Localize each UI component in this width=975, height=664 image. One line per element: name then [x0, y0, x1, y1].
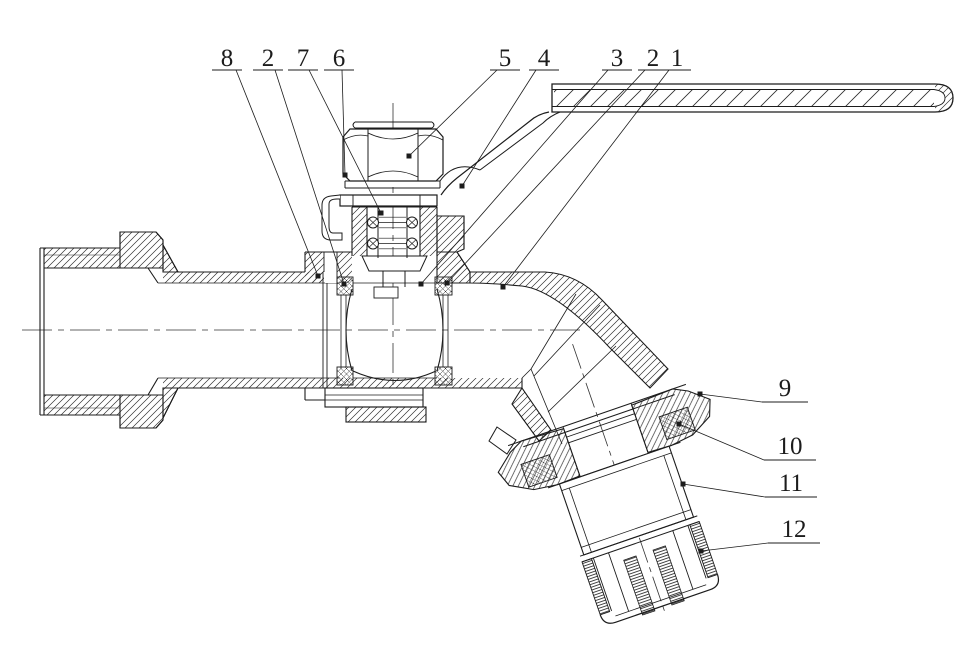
leader-line: [420, 69, 609, 285]
part-number-label: 1: [671, 45, 684, 72]
callout-1: 1: [500, 45, 691, 290]
leader-line: [446, 69, 646, 284]
leader-dot: [342, 172, 348, 178]
callout-7: 7: [288, 45, 384, 216]
part-number-label: 2: [647, 45, 660, 72]
flange-top: [119, 231, 164, 269]
callout-2: 2: [253, 45, 347, 287]
leader-dot: [378, 210, 384, 216]
part-number-label: 7: [297, 45, 310, 72]
seat-rings: [336, 276, 453, 386]
part-number-label: 2: [262, 45, 275, 72]
leader-dot: [444, 280, 450, 286]
ball: [345, 288, 444, 382]
bonnet-wall-left: [352, 207, 367, 256]
part-number-label: 6: [333, 45, 346, 72]
flange-bottom: [119, 394, 164, 429]
barb-spline-slot-right: [652, 545, 685, 606]
handle-hub-curve: [439, 166, 481, 182]
hex-nut: [342, 128, 444, 182]
leader-line: [678, 423, 765, 461]
barb-serration-left: [581, 558, 611, 616]
packing-ring-lower: [367, 237, 418, 250]
callout-5: 5: [406, 45, 520, 159]
leader-dot: [676, 421, 682, 427]
part-number-label: 9: [779, 375, 792, 402]
leader-dot: [500, 284, 506, 290]
bonnet-boss-right: [436, 215, 471, 284]
part-number-label: 11: [779, 470, 803, 497]
callout-9: 9: [697, 375, 808, 403]
stem-flange: [361, 255, 428, 272]
stem-square: [382, 271, 406, 287]
leader-line: [461, 69, 537, 187]
callout-8: 8: [212, 45, 321, 279]
leader-line: [235, 69, 319, 277]
stem-assembly: [361, 196, 428, 299]
leader-line: [502, 69, 670, 288]
bonnet-wall-right: [420, 207, 437, 256]
leader-line: [408, 69, 498, 157]
part-number-label: 5: [499, 45, 512, 72]
thread-wall-bottom: [44, 395, 120, 415]
part-number-label: 12: [782, 516, 807, 543]
leader-line: [700, 542, 769, 552]
stem-tang-slot: [373, 286, 399, 299]
tube-wall-top: [163, 272, 324, 283]
packing-ring-upper: [367, 216, 418, 229]
leader-dot: [418, 281, 424, 287]
leader-line: [341, 69, 346, 176]
outlet-adapter: [558, 445, 695, 556]
nut-washer: [344, 180, 441, 189]
part-number-label: 4: [538, 45, 551, 72]
handle-neck-inner: [479, 111, 561, 171]
outlet-union: [497, 343, 720, 624]
leader-dot: [315, 273, 321, 279]
handle-hub-plate: [339, 194, 438, 207]
part-number-label: 8: [221, 45, 234, 72]
wrench-flat-tab: [488, 426, 517, 455]
thread-wall-top: [44, 248, 120, 268]
callout-11: 11: [680, 470, 817, 498]
handle-hook: [321, 194, 343, 241]
leader-dot: [406, 153, 412, 159]
stem-nut-group: [342, 121, 444, 189]
leader-dot: [698, 548, 704, 554]
callout-2: 2: [444, 45, 668, 286]
outlet-bend: [469, 271, 669, 455]
handle: [321, 83, 954, 241]
centerlines: [22, 103, 585, 390]
seat-right-bottom: [434, 366, 453, 386]
handle-neck-outer: [440, 111, 550, 196]
part-number-label: 3: [611, 45, 624, 72]
stem-cap: [352, 121, 435, 129]
callout-4: 4: [459, 45, 559, 189]
part-number-label: 10: [778, 433, 803, 460]
leader-line: [699, 393, 763, 403]
bend-wall: [469, 271, 669, 389]
leader-line: [308, 69, 382, 214]
leader-line: [682, 483, 766, 498]
leader-line: [274, 69, 345, 285]
callout-3: 3: [418, 45, 632, 287]
barb-spline-slot-left: [623, 555, 656, 616]
callout-10: 10: [676, 421, 816, 461]
leader-dot: [697, 391, 703, 397]
bore-cone-lines: [521, 293, 617, 445]
leader-dot: [459, 183, 465, 189]
leader-dot: [680, 481, 686, 487]
valve-body: [304, 206, 471, 423]
barb-end: [599, 574, 720, 624]
union-seal-left: [520, 454, 558, 488]
callout-6: 6: [324, 45, 354, 178]
callout-12: 12: [698, 516, 820, 554]
seat-left-bottom: [336, 366, 354, 386]
leader-dot: [341, 281, 347, 287]
